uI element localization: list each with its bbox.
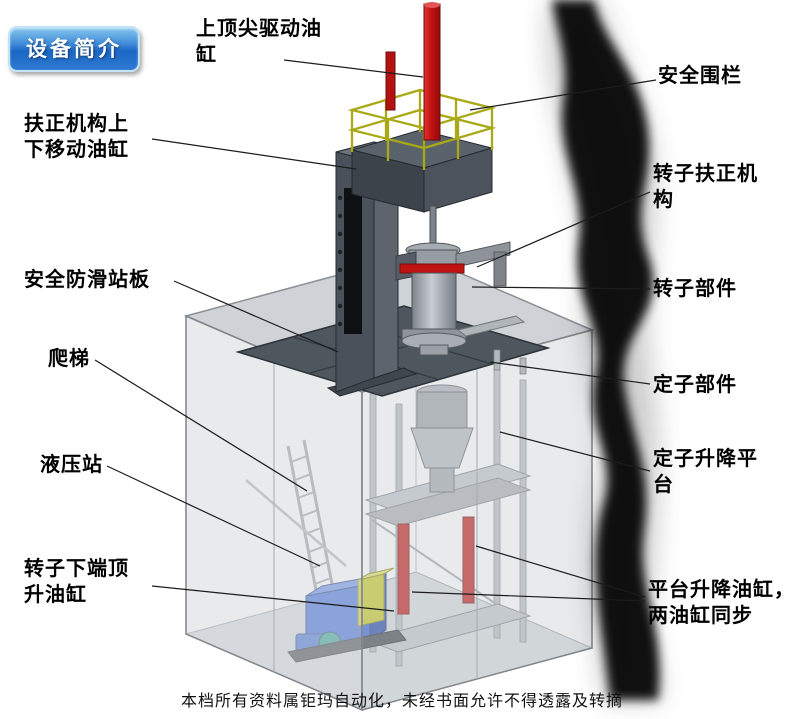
column-slot xyxy=(344,188,362,334)
rotor-body xyxy=(411,272,457,330)
rotor-pedestal xyxy=(419,344,449,356)
lift-cylinder-right xyxy=(462,516,475,604)
label-top-spindle-cylinder: 上顶尖驱动油 缸 xyxy=(196,18,322,66)
label-rotor-bottom-jack-cylinder: 转子下端顶 升油缸 xyxy=(24,558,129,606)
label-safety-fence: 安全围栏 xyxy=(658,65,742,87)
leader-rotor-bottom-cylinder xyxy=(151,585,395,612)
smoke-artifact xyxy=(548,0,661,700)
rotor-assembly xyxy=(395,205,511,356)
drive-rod-main xyxy=(423,3,441,141)
frame-brace xyxy=(371,519,497,605)
title-badge: 设备简介 xyxy=(8,26,140,72)
leader-stator-lift-platform xyxy=(499,431,651,472)
footer-note: 本档所有资料属钜玛自动化，未经书面允许不得透露及转摘 xyxy=(180,693,623,710)
drive-rod-secondary xyxy=(385,51,396,111)
leader-lines xyxy=(94,59,657,612)
leader-rotor-component xyxy=(471,286,651,290)
leader-safety-fence xyxy=(469,79,657,111)
frame-post-stub xyxy=(493,349,501,371)
leader-platform-cylinder-a xyxy=(475,545,646,598)
label-centering-mechanism-cylinder: 扶正机构上 下移动油缸 xyxy=(24,113,129,161)
label-rotor-centering-mechanism: 转子扶正机 构 xyxy=(653,163,758,211)
smoke-plume xyxy=(552,0,660,700)
label-stator-lift-platform: 定子升降平 台 xyxy=(653,448,758,496)
top-drive-cylinder-group xyxy=(385,2,441,141)
leader-rotor-centering xyxy=(476,191,651,268)
leader-ladder xyxy=(94,359,308,492)
safety-railing-group xyxy=(347,88,497,170)
stator-base xyxy=(429,467,455,493)
leader-anti-slip-platform xyxy=(173,280,339,353)
label-hydraulic-station: 液压站 xyxy=(40,454,103,476)
centering-arm-right xyxy=(455,241,511,268)
stator-assembly xyxy=(410,384,474,493)
enclosure-walls xyxy=(185,314,593,712)
column-bolts xyxy=(337,195,343,327)
drive-rod-cap xyxy=(424,2,440,8)
frame-post xyxy=(519,379,527,643)
leader-platform-cylinder-b xyxy=(411,591,646,602)
pump-unit-top xyxy=(357,567,395,581)
label-stator-component: 定子部件 xyxy=(653,374,737,396)
rotor-shaft xyxy=(429,205,437,249)
leader-centering-cylinder xyxy=(151,138,357,170)
frame-top-bar xyxy=(456,315,526,337)
leader-stator-component xyxy=(489,361,651,385)
stator-cone xyxy=(410,427,474,469)
leader-hydraulic-station xyxy=(106,465,321,567)
title-badge-label: 设备简介 xyxy=(26,38,122,61)
centering-bracket xyxy=(493,251,507,287)
head-side xyxy=(423,147,493,213)
label-rotor-component: 转子部件 xyxy=(653,278,737,300)
platform-lift-cylinders-group xyxy=(397,516,475,615)
frame-beam xyxy=(364,603,532,653)
label-anti-slip-platform: 安全防滑站板 xyxy=(24,269,150,291)
leader-top-spindle-cylinder xyxy=(283,59,424,78)
label-ladder: 爬梯 xyxy=(48,348,90,370)
label-platform-lift-cylinders: 平台升降油缸， 两油缸同步 xyxy=(648,579,795,627)
lift-cylinder-left xyxy=(397,523,410,615)
stator-body xyxy=(416,391,468,429)
rotor-clamp-red xyxy=(399,263,465,274)
